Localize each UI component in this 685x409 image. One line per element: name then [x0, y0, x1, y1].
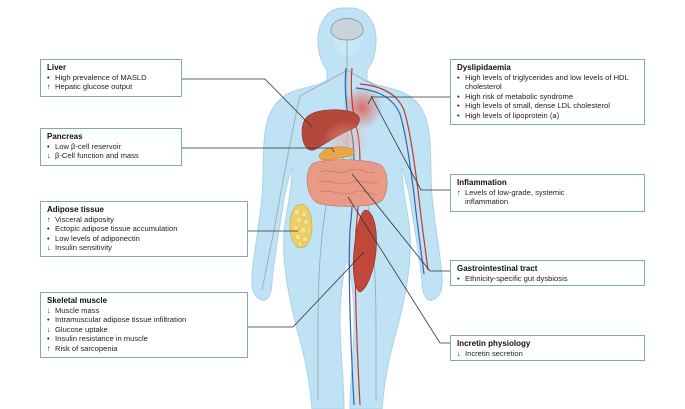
item-text: High risk of metabolic syndrome	[465, 91, 574, 101]
inflammation-item: ↑ Levels of low-grade, systemic inflammat…	[457, 188, 638, 207]
item-text: Insulin sensitivity	[55, 243, 112, 253]
dyslipidaemia-title: Dyslipidaemia	[457, 63, 511, 72]
item-text: Risk of sarcopenia	[55, 343, 118, 353]
dyslipidaemia-item: • High levels of lipoprotein (a)	[457, 111, 638, 120]
gi-item: • Ethnicity-specific gut dysbiosis	[457, 274, 638, 283]
item-text: Visceral adiposity	[55, 215, 114, 224]
adipose-box: Adipose tissue ↑ Visceral adiposity • Ecto…	[40, 201, 248, 257]
liver-item: • High prevalence of MASLD	[47, 73, 175, 82]
dyslipidaemia-item: • High levels of small, dense LDL cholest…	[457, 101, 638, 110]
leader-lines	[182, 78, 450, 344]
item-text: Ectopic adipose tissue accumulation	[55, 224, 178, 234]
bullet-marker: •	[47, 224, 50, 234]
down-arrow-marker: ↓	[457, 349, 461, 358]
item-text: Insulin resistance in muscle	[55, 334, 148, 344]
adipose-title: Adipose tissue	[47, 205, 104, 214]
item-text: Hepatic glucose output	[55, 82, 133, 92]
item-text: Low β-cell reservoir	[55, 142, 121, 151]
dyslipidaemia-box: Dyslipidaemia • High levels of triglyceri…	[450, 59, 645, 125]
adipose-item: • Low levels of adiponectin	[47, 234, 241, 243]
muscle-item: • Intramuscular adipose tissue infiltrati…	[47, 315, 241, 324]
muscle-title: Skeletal muscle	[47, 296, 108, 305]
inflammation-title: Inflammation	[457, 178, 507, 187]
gi-title: Gastrointestinal tract	[457, 264, 538, 273]
adipose-item: ↑ Visceral adiposity	[47, 215, 241, 224]
incretin-box: Incretin physiology ↓ Incretin secretion	[450, 335, 645, 361]
item-text: Glucose uptake	[55, 324, 108, 334]
skeletal-muscle	[352, 209, 377, 293]
up-arrow-marker: ↑	[47, 215, 51, 224]
down-arrow-marker: ↓	[47, 306, 51, 315]
adipose-tissue	[289, 203, 313, 249]
pancreas-item: ↓ β-Cell function and mass	[47, 151, 175, 160]
pancreas-box: Pancreas • Low β-cell reservoir ↓ β-Cell f…	[40, 128, 182, 166]
down-arrow-marker: ↓	[47, 243, 51, 253]
dyslipidaemia-item: • High levels of triglycerides and low le…	[457, 73, 638, 92]
bullet-marker: •	[457, 110, 460, 120]
incretin-item: ↓ Incretin secretion	[457, 349, 638, 358]
pancreas-item: • Low β-cell reservoir	[47, 142, 175, 151]
pancreas-title: Pancreas	[47, 132, 83, 141]
item-text: Intramuscular adipose tissue infiltratio…	[55, 315, 187, 325]
item-text: Incretin secretion	[465, 349, 523, 358]
muscle-item: ↓ Glucose uptake	[47, 325, 241, 334]
liver-box: Liver • High prevalence of MASLD ↑ Hepatic…	[40, 59, 182, 97]
item-text: High levels of triglycerides and low lev…	[465, 73, 629, 92]
adipose-item: ↓ Insulin sensitivity	[47, 243, 241, 252]
bullet-marker: •	[457, 91, 460, 101]
item-text: Muscle mass	[55, 306, 100, 315]
muscle-box: Skeletal muscle ↓ Muscle mass • Intramuscu…	[40, 292, 248, 358]
gi-box: Gastrointestinal tract • Ethnicity-specif…	[450, 260, 645, 286]
bullet-marker: •	[47, 233, 50, 243]
bullet-marker: •	[47, 334, 50, 344]
incretin-title: Incretin physiology	[457, 339, 531, 348]
muscle-item: • Insulin resistance in muscle	[47, 334, 241, 343]
muscle-item: ↑ Risk of sarcopenia	[47, 344, 241, 353]
item-text: Ethnicity-specific gut dysbiosis	[465, 274, 568, 283]
down-arrow-marker: ↓	[47, 324, 51, 334]
liver-item: ↑ Hepatic glucose output	[47, 82, 175, 91]
up-arrow-marker: ↑	[47, 343, 51, 353]
item-text: High prevalence of MASLD	[55, 73, 147, 82]
item-text: High levels of small, dense LDL choleste…	[465, 101, 610, 111]
bullet-marker: •	[47, 142, 50, 151]
bullet-marker: •	[457, 101, 460, 111]
bullet-marker: •	[47, 73, 50, 82]
item-text: High levels of lipoprotein (a)	[465, 110, 560, 120]
item-text: β-Cell function and mass	[55, 151, 139, 161]
bullet-marker: •	[457, 274, 460, 283]
dyslipidaemia-item: • High risk of metabolic syndrome	[457, 92, 638, 101]
intestines	[306, 159, 388, 207]
up-arrow-marker: ↑	[457, 188, 461, 197]
down-arrow-marker: ↓	[47, 151, 51, 161]
liver-title: Liver	[47, 63, 67, 72]
bullet-marker: •	[47, 315, 50, 325]
muscle-item: ↓ Muscle mass	[47, 306, 241, 315]
item-text: Levels of low-grade, systemic inflammati…	[465, 188, 565, 207]
inflammation-box: Inflammation ↑ Levels of low-grade, syste…	[450, 174, 645, 212]
adipose-item: • Ectopic adipose tissue accumulation	[47, 224, 241, 233]
up-arrow-marker: ↑	[47, 82, 51, 92]
pancreas-organ	[318, 146, 355, 161]
bullet-marker: •	[457, 73, 460, 82]
item-text: Low levels of adiponectin	[55, 233, 140, 243]
